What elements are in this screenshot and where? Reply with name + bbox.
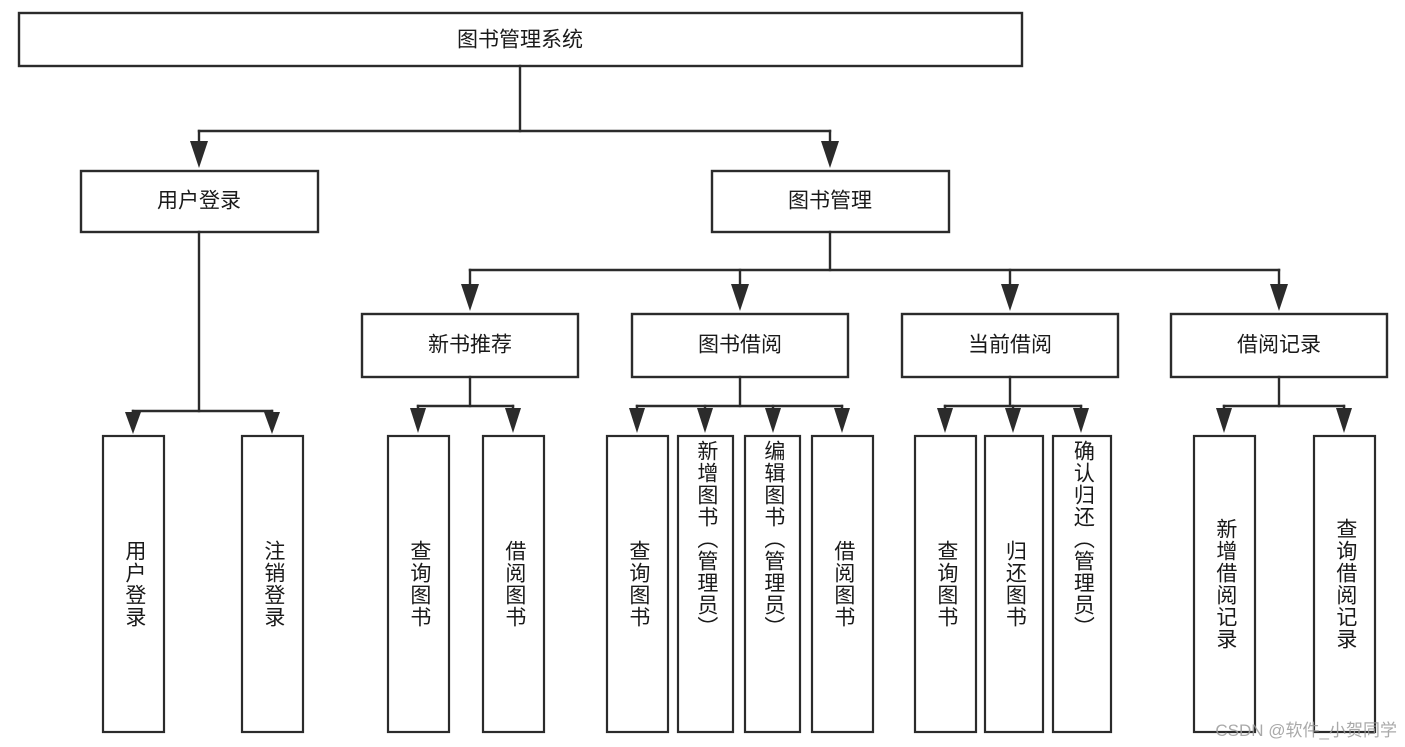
new-book-recommend-box[interactable] bbox=[360, 312, 580, 379]
node-book-borrow[interactable]: 图书借阅 bbox=[630, 312, 850, 379]
arrow-head-bb-leaf-4 bbox=[834, 408, 850, 433]
arrow-head-br-leaf-1 bbox=[1216, 408, 1232, 433]
borrow-record-box[interactable] bbox=[1169, 312, 1389, 379]
arrow-head-nbr-leaf-2 bbox=[505, 408, 521, 433]
arrow-head-cb-leaf-3 bbox=[1073, 408, 1089, 433]
current-borrow-box[interactable] bbox=[900, 312, 1120, 379]
arrow-head-bb-leaf-3 bbox=[765, 408, 781, 433]
borrow-record-label: 借阅记录 bbox=[1237, 334, 1321, 357]
arrow-head-to-book-borrow bbox=[731, 284, 749, 311]
node-new-book-recommend[interactable]: 新书推荐 bbox=[360, 312, 580, 379]
node-book-management[interactable]: 图书管理 bbox=[710, 169, 951, 234]
leaf-box-nbr-2[interactable] bbox=[481, 434, 546, 734]
leaf-box-bb-2[interactable] bbox=[676, 434, 735, 734]
user-login-label: 用户登录 bbox=[157, 190, 241, 213]
leaf-box-user-login-1[interactable] bbox=[101, 434, 166, 734]
arrow-head-bb-leaf-2 bbox=[697, 408, 713, 433]
leaf-box-cb-3[interactable] bbox=[1051, 434, 1113, 734]
root-box[interactable] bbox=[17, 11, 1024, 68]
book-management-box[interactable] bbox=[710, 169, 951, 234]
new-book-recommend-label: 新书推荐 bbox=[428, 334, 512, 357]
arrow-head-br-leaf-2 bbox=[1336, 408, 1352, 433]
arrow-head-to-book-mgmt bbox=[821, 141, 839, 168]
leaf-box-user-login-2[interactable] bbox=[240, 434, 305, 734]
node-root[interactable]: 图书管理系统 bbox=[17, 11, 1024, 68]
arrow-head-user-login-leaf-2 bbox=[264, 412, 280, 434]
arrow-head-to-current-borrow bbox=[1001, 284, 1019, 311]
leaf-box-br-1[interactable] bbox=[1192, 434, 1257, 734]
book-borrow-label: 图书借阅 bbox=[698, 334, 782, 357]
csdn-watermark: CSDN @软件_小贺同学 bbox=[1215, 721, 1397, 740]
leaf-box-bb-4[interactable] bbox=[810, 434, 875, 734]
current-borrow-label: 当前借阅 bbox=[968, 334, 1052, 357]
leaf-box-cb-2[interactable] bbox=[983, 434, 1045, 734]
leaf-box-nbr-1[interactable] bbox=[386, 434, 451, 734]
leaf-box-bb-1[interactable] bbox=[605, 434, 670, 734]
arrow-head-cb-leaf-1 bbox=[937, 408, 953, 433]
leaf-box-br-2[interactable] bbox=[1312, 434, 1377, 734]
arrow-head-nbr-leaf-1 bbox=[410, 408, 426, 433]
book-borrow-box[interactable] bbox=[630, 312, 850, 379]
node-borrow-record[interactable]: 借阅记录 bbox=[1169, 312, 1389, 379]
node-user-login[interactable]: 用户登录 bbox=[79, 169, 320, 234]
arrow-head-bb-leaf-1 bbox=[629, 408, 645, 433]
leaf-box-bb-3[interactable] bbox=[743, 434, 802, 734]
book-management-label: 图书管理 bbox=[788, 190, 872, 213]
root-label: 图书管理系统 bbox=[457, 29, 583, 52]
arrow-head-to-new-book bbox=[461, 284, 479, 311]
leaf-box-cb-1[interactable] bbox=[913, 434, 978, 734]
arrow-head-user-login-leaf-1 bbox=[125, 412, 141, 434]
arrow-head-to-borrow-record bbox=[1270, 284, 1288, 311]
arrow-head-cb-leaf-2 bbox=[1005, 408, 1021, 433]
node-current-borrow[interactable]: 当前借阅 bbox=[900, 312, 1120, 379]
arrow-head-to-user-login bbox=[190, 141, 208, 168]
